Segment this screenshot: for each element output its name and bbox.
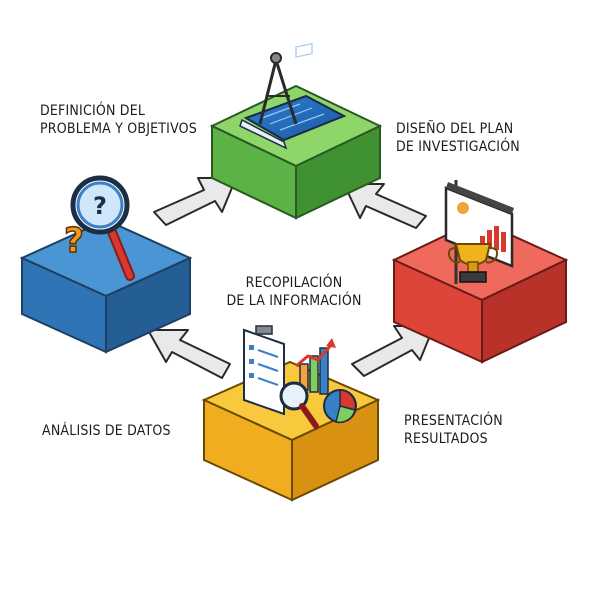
magnifier-question-icon: ? ? (63, 175, 135, 281)
step-label-results: PRESENTACIÓN RESULTADOS (404, 413, 503, 447)
arrows (147, 177, 435, 379)
center-label: RECOPILACIÓN DE LA INFORMACIÓN (226, 275, 362, 309)
presentation-trophy-icon (444, 180, 514, 284)
step-label-definition: DEFINICIÓN DEL PROBLEMA Y OBJETIVOS (40, 103, 197, 137)
arrow-definition-to-design (153, 177, 237, 226)
arrow-analysis-to-results (351, 325, 435, 377)
arrow-analysis-to-definition (147, 329, 231, 379)
step-label-design: DISEÑO DEL PLAN DE INVESTIGACIÓN (396, 121, 520, 155)
svg-text:?: ? (64, 221, 84, 261)
arrow-design-to-results (343, 183, 427, 229)
step-label-analysis: ANÁLISIS DE DATOS (42, 423, 171, 439)
checklist-chart-icon (243, 325, 357, 429)
step-block-design (209, 84, 383, 220)
blueprint-compass-icon (239, 42, 347, 150)
svg-text:?: ? (93, 192, 107, 220)
step-block-definition (19, 218, 193, 354)
